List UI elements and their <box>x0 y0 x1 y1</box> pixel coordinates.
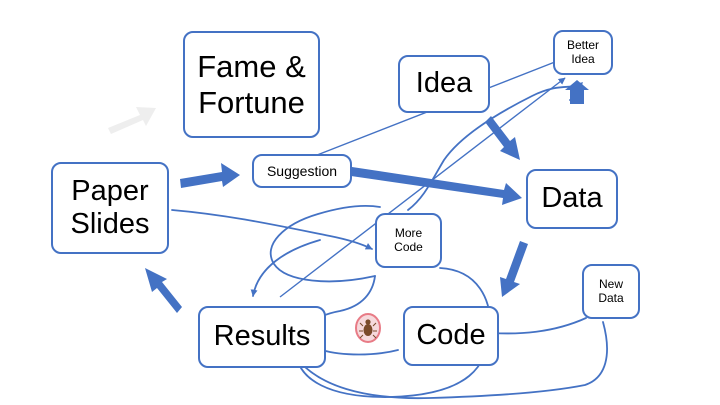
node-more-code: More Code <box>375 213 442 268</box>
arrow-results-to-paper <box>145 268 182 313</box>
arrow-suggestion-to-data <box>351 167 522 205</box>
ghost-arrow <box>108 107 156 134</box>
arrow-idea-to-data <box>485 116 520 160</box>
node-better-idea-label: Better Idea <box>566 37 599 66</box>
node-code-label: Code <box>416 319 486 352</box>
node-fame-fortune: Fame & Fortune <box>183 31 320 138</box>
node-paper-slides-label: Paper Slides <box>70 174 150 240</box>
node-paper-slides: Paper Slides <box>51 162 169 254</box>
node-suggestion: Suggestion <box>252 154 352 188</box>
node-idea: Idea <box>398 55 490 113</box>
arrow-to-better-idea <box>565 80 589 104</box>
arrow-paper-to-suggestion <box>180 163 240 188</box>
node-data: Data <box>526 169 618 229</box>
node-more-code-label: More Code <box>394 225 423 254</box>
node-data-label: Data <box>541 182 603 215</box>
connector-results-to-better-idea <box>279 77 566 298</box>
node-code: Code <box>403 306 499 366</box>
arrow-data-to-code <box>500 241 528 297</box>
node-new-data: New Data <box>582 264 640 319</box>
node-better-idea: Better Idea <box>553 30 613 75</box>
node-new-data-label: New Data <box>598 276 624 305</box>
node-suggestion-label: Suggestion <box>266 162 338 179</box>
node-results-label: Results <box>213 320 311 353</box>
node-results: Results <box>198 306 326 368</box>
bug-icon <box>355 313 381 343</box>
node-idea-label: Idea <box>415 67 473 100</box>
node-fame-fortune-label: Fame & Fortune <box>197 48 306 120</box>
